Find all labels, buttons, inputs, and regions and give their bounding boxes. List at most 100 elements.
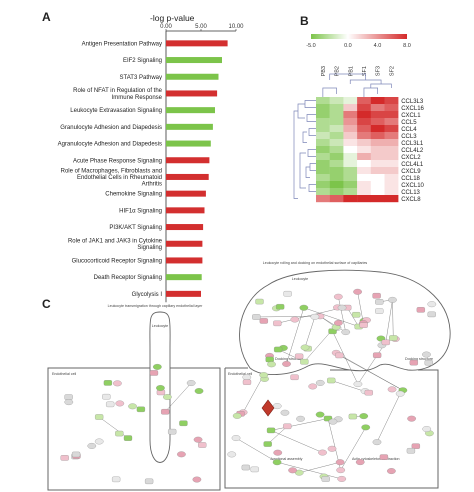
pathway-node [375, 308, 384, 314]
pathway-node [359, 413, 369, 420]
category-label: Leukocyte Extravasation Signaling [70, 108, 162, 114]
heatmap-cell [357, 160, 371, 168]
pathway-node [272, 403, 282, 410]
panel-label-a: A [42, 10, 51, 24]
row-dendrogram-branch [302, 131, 307, 143]
label-docking-right: Docking structure [405, 357, 433, 361]
heatmap-cell [343, 160, 358, 168]
pathway-edge [286, 307, 305, 364]
row-dendrogram-branch [308, 184, 316, 192]
category-label: Acute Phase Response Signaling [73, 158, 162, 164]
bar [166, 274, 202, 281]
heatmap-cell [329, 160, 344, 168]
x-tick-label: 5.00 [195, 24, 207, 30]
pathway-node [64, 394, 73, 400]
heatmap-cell [370, 111, 385, 119]
pathway-node [144, 478, 154, 485]
bar [166, 140, 211, 147]
label-docking-left: Docking structure [275, 357, 303, 361]
pathway-node [242, 379, 252, 385]
heatmap-cell [343, 104, 358, 112]
pathway-node [232, 412, 242, 419]
pathway-node [273, 320, 282, 327]
heatmap-cell [329, 97, 344, 105]
row-label: CXCL2 [401, 155, 421, 161]
heatmap-cell [343, 125, 358, 133]
pathway-node [288, 467, 297, 474]
heatmap-cell [357, 146, 371, 154]
heatmap-cell [370, 132, 385, 140]
heatmap-cell [343, 139, 358, 147]
heatmap-cell [357, 132, 371, 140]
heatmap-cell [384, 195, 399, 203]
pathway-node [388, 296, 397, 303]
heatmap-cell [316, 118, 330, 126]
heatmap-cell [316, 174, 330, 182]
pathway-node [422, 426, 432, 432]
column-label: PB3 [321, 66, 327, 76]
heatmap-cell [357, 153, 371, 161]
heatmap-cell [357, 174, 371, 182]
pathway-node [407, 415, 416, 422]
label-endothelial-left: Endothelial cell [52, 372, 76, 376]
pathway-node [379, 454, 389, 460]
heatmap-cell [329, 125, 344, 133]
heatmap-cell [384, 111, 399, 119]
pathway-node [409, 359, 418, 366]
pathway-node [334, 319, 343, 326]
pathway-edge [235, 437, 278, 463]
pathway-edge [392, 299, 394, 339]
colorbar-tick: 4.0 [374, 43, 382, 49]
heatmap-cell [343, 146, 358, 154]
x-tick-label: 0.00 [160, 24, 172, 30]
colorbar [311, 34, 407, 39]
pathway-node [387, 468, 396, 475]
pathway-node [290, 316, 300, 323]
bar [166, 57, 222, 64]
pathway-node [372, 292, 381, 299]
pathway-node [318, 449, 327, 456]
category-label: EIF2 Signaling [123, 58, 162, 64]
heatmap-cell [384, 174, 399, 182]
bar [166, 107, 215, 114]
heatmap-cell [370, 195, 385, 203]
pathway-node [341, 329, 351, 336]
heatmap-cell [343, 153, 358, 161]
row-label: CCL13 [401, 190, 420, 196]
bar [166, 207, 205, 214]
heatmap-cell [343, 195, 358, 203]
heatmap-cell [384, 146, 399, 154]
pathway-node [290, 374, 299, 381]
pathway-node [353, 288, 362, 295]
heatmap-cell [329, 174, 344, 182]
pathway-node [123, 435, 133, 441]
heatmap-cell [357, 118, 371, 126]
row-label: CXCL10 [401, 183, 424, 189]
heatmap-cell [384, 118, 399, 126]
row-label: CCL3L1 [401, 141, 424, 147]
bar [166, 257, 203, 264]
heatmap-cell [316, 132, 330, 140]
label-leukocyte-2: Leukocyte [292, 277, 308, 281]
pathway-node [296, 415, 305, 422]
row-label: CXCL16 [401, 106, 424, 112]
colorbar-tick: 0.0 [344, 43, 352, 49]
column-label: SF3 [376, 66, 382, 76]
pathway-node [372, 439, 382, 446]
heatmap-cell [316, 188, 330, 196]
heatmap-cell [357, 97, 371, 105]
pathway-edge [338, 296, 346, 333]
row-label: CCL3L3 [401, 99, 424, 105]
heatmap-cell [316, 160, 330, 168]
heatmap-cell [370, 160, 385, 168]
row-dendrogram-branch [308, 128, 316, 136]
heatmap-cell [357, 188, 371, 196]
row-label: CXCL9 [401, 169, 421, 175]
heatmap-cell [343, 118, 358, 126]
pathway-node [115, 430, 124, 437]
row-dendrogram-branch [299, 152, 306, 189]
heatmap-cell [329, 167, 344, 175]
pathway-node [227, 451, 237, 458]
pathway-node [427, 301, 437, 308]
pathway-node [152, 363, 162, 370]
